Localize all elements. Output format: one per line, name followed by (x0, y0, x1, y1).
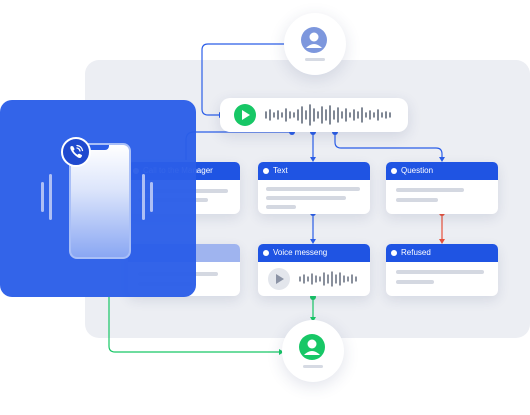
node-header: Refused (386, 244, 498, 262)
user-icon (301, 27, 327, 53)
status-dot (263, 250, 269, 256)
status-dot (263, 168, 269, 174)
phone-icon (69, 143, 131, 259)
phone-notch (87, 145, 109, 150)
play-icon[interactable] (234, 104, 256, 126)
node-refused[interactable]: Refused (386, 244, 498, 296)
top-user-node (284, 13, 346, 75)
bottom-user-node (282, 320, 344, 382)
phone-call-icon (61, 137, 91, 167)
audio-player[interactable] (220, 98, 408, 132)
node-title: Question (401, 166, 434, 175)
user-icon (299, 334, 325, 360)
node-title: Voice messeng (273, 248, 328, 257)
play-icon[interactable] (268, 268, 290, 290)
node-title: Text (273, 166, 288, 175)
audio-waveform (265, 104, 391, 126)
node-text[interactable]: Text (258, 162, 370, 214)
node-header: Text (258, 162, 370, 180)
node-question[interactable]: Question (386, 162, 498, 214)
status-dot (391, 168, 397, 174)
node-header: Question (386, 162, 498, 180)
status-dot (391, 250, 397, 256)
node-voice-message[interactable]: Voice messeng (258, 244, 370, 296)
node-header: Voice messeng (258, 244, 370, 262)
node-title: Refused (401, 248, 431, 257)
voice-waveform (299, 271, 357, 287)
